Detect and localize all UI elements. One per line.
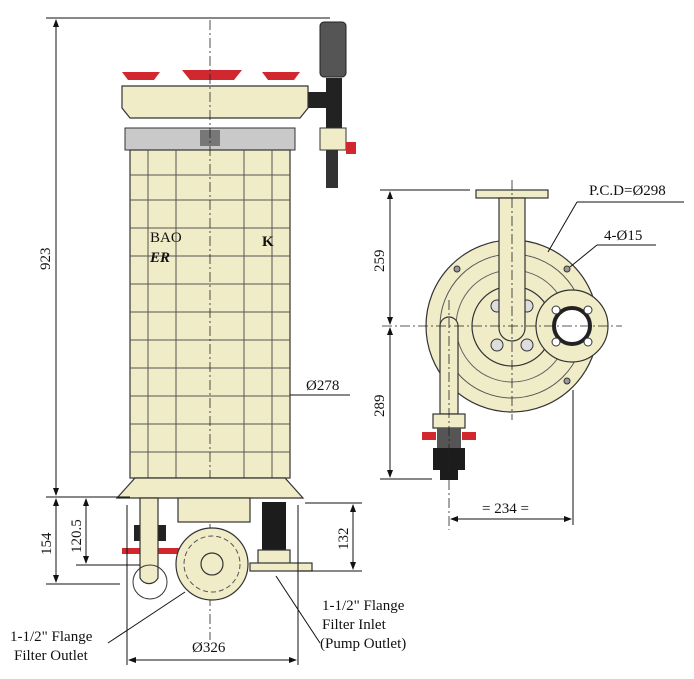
outlet-label-line1: 1-1/2" Flange — [10, 629, 93, 645]
base — [115, 477, 305, 499]
bolt-holes-label: 4-Ø15 — [604, 228, 642, 244]
top-view: 259 289 = 234 = P.C.D=Ø298 4-Ø15 — [372, 180, 684, 530]
top-valve-handles — [122, 70, 300, 80]
inlet-label-line2: Filter Inlet — [322, 617, 387, 633]
filter-outlet-pipe — [122, 497, 182, 600]
dim-inlet-height-132: 132 — [336, 528, 352, 551]
inlet-label-line1: 1-1/2" Flange — [322, 598, 405, 614]
outlet-flange — [175, 527, 249, 601]
dim-lower-289: 289 — [372, 395, 388, 418]
dim-height-923: 923 — [38, 248, 54, 271]
dim-body-diameter: Ø278 — [306, 378, 339, 394]
outlet-label-line2: Filter Outlet — [14, 648, 89, 664]
dim-outlet-center-120-5: 120.5 — [69, 519, 85, 553]
front-view: BAO ER K 923 — [10, 17, 406, 665]
logo-text-er: ER — [149, 250, 170, 266]
lid — [121, 85, 309, 119]
dim-width-234: = 234 = — [482, 501, 529, 517]
body-ribs — [130, 150, 290, 478]
dim-outlet-height-154: 154 — [39, 532, 55, 555]
pressure-gauge — [302, 21, 356, 188]
dim-base-diameter: Ø326 — [192, 640, 226, 656]
logo-text-k: K — [262, 234, 274, 250]
inlet-label-line3: (Pump Outlet) — [320, 636, 406, 652]
logo-text-bao: BAO — [150, 230, 182, 246]
bottom-hub — [177, 497, 251, 523]
pcd-label: P.C.D=Ø298 — [589, 183, 666, 199]
dim-upper-259: 259 — [372, 250, 388, 273]
top-view-bolts — [453, 265, 571, 385]
filter-inlet-pipe — [249, 502, 313, 572]
